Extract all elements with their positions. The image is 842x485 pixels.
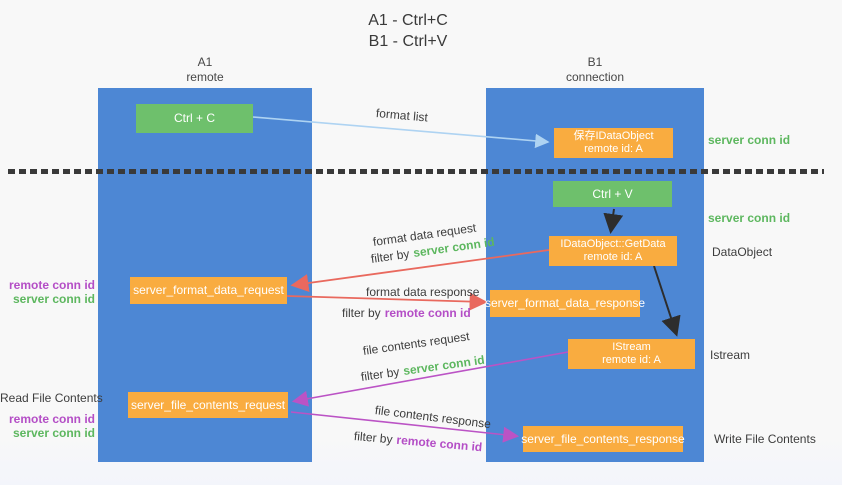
label-format-data-response: format data response bbox=[366, 285, 480, 299]
node-server-format-data-request: server_format_data_request bbox=[130, 277, 287, 304]
label-file-contents-response: file contents response bbox=[374, 403, 492, 432]
title-line-1: A1 - Ctrl+C bbox=[368, 12, 448, 29]
column-b1-id: B1 bbox=[587, 55, 603, 69]
node-ctrl-v: Ctrl + V bbox=[553, 181, 672, 207]
node-istream: IStream remote id: A bbox=[568, 339, 695, 369]
filter-by-text: filter by bbox=[360, 364, 401, 384]
node-istream-line1: IStream bbox=[612, 341, 651, 353]
column-header-a1: A1 remote bbox=[98, 55, 312, 85]
label-format-list: format list bbox=[375, 106, 429, 125]
node-file-request-label: server_file_contents_request bbox=[130, 397, 286, 412]
title-line-2: B1 - Ctrl+V bbox=[368, 33, 448, 50]
server-conn-id-text: server conn id bbox=[402, 352, 486, 378]
column-header-b1: B1 connection bbox=[486, 55, 704, 85]
label-file-contents-request: file contents request bbox=[362, 329, 471, 358]
label-dataobject: DataObject bbox=[712, 245, 773, 259]
filter-by-text: filter by bbox=[342, 306, 381, 320]
node-save-idataobject: 保存IDataObject remote id: A bbox=[554, 128, 673, 158]
label-server-conn-id-top: server conn id bbox=[708, 133, 791, 147]
remote-conn-id-text: remote conn id bbox=[395, 432, 483, 455]
node-server-file-contents-request: server_file_contents_request bbox=[128, 392, 288, 418]
node-server-format-data-response: server_format_data_response bbox=[485, 290, 645, 317]
diagram-title: A1 - Ctrl+C B1 - Ctrl+V bbox=[298, 10, 518, 52]
filter-by-text: filter by bbox=[370, 246, 411, 266]
node-server-file-contents-response: server_file_contents_response bbox=[521, 426, 685, 452]
dotted-separator bbox=[8, 169, 824, 174]
node-ctrl-c-label: Ctrl + C bbox=[173, 111, 215, 125]
column-a1-role: remote bbox=[186, 70, 224, 84]
node-getdata-line2: remote id: A bbox=[583, 251, 643, 263]
label-write-file-contents: Write File Contents bbox=[714, 432, 816, 446]
node-ctrl-v-label: Ctrl + V bbox=[592, 186, 633, 201]
node-save-idataobject-line1: 保存IDataObject bbox=[573, 130, 654, 142]
node-getdata-line1: IDataObject::GetData bbox=[560, 238, 666, 250]
label-server-conn-id-left-top: server conn id bbox=[12, 292, 95, 306]
label-read-file-contents: Read File Contents bbox=[0, 391, 103, 405]
node-ctrl-c: Ctrl + C bbox=[136, 104, 253, 133]
label-istream: Istream bbox=[710, 348, 751, 362]
node-file-response-label: server_file_contents_response bbox=[521, 431, 685, 446]
column-a1-id: A1 bbox=[197, 55, 213, 69]
node-format-request-label: server_format_data_request bbox=[133, 283, 284, 297]
node-save-idataobject-line2: remote id: A bbox=[584, 143, 643, 155]
label-server-conn-id-mid: server conn id bbox=[708, 211, 791, 225]
label-server-conn-id-left-bottom: server conn id bbox=[12, 426, 95, 440]
node-format-response-label: server_format_data_response bbox=[484, 296, 646, 310]
node-idataobject-getdata: IDataObject::GetData remote id: A bbox=[549, 236, 677, 266]
remote-conn-id-text: remote conn id bbox=[384, 306, 471, 320]
column-b1-role: connection bbox=[565, 70, 625, 84]
label-remote-conn-id-left-bottom: remote conn id bbox=[8, 412, 95, 426]
node-istream-line2: remote id: A bbox=[602, 354, 661, 366]
label-remote-conn-id-left-top: remote conn id bbox=[8, 278, 95, 292]
filter-by-text: filter by bbox=[353, 429, 394, 447]
